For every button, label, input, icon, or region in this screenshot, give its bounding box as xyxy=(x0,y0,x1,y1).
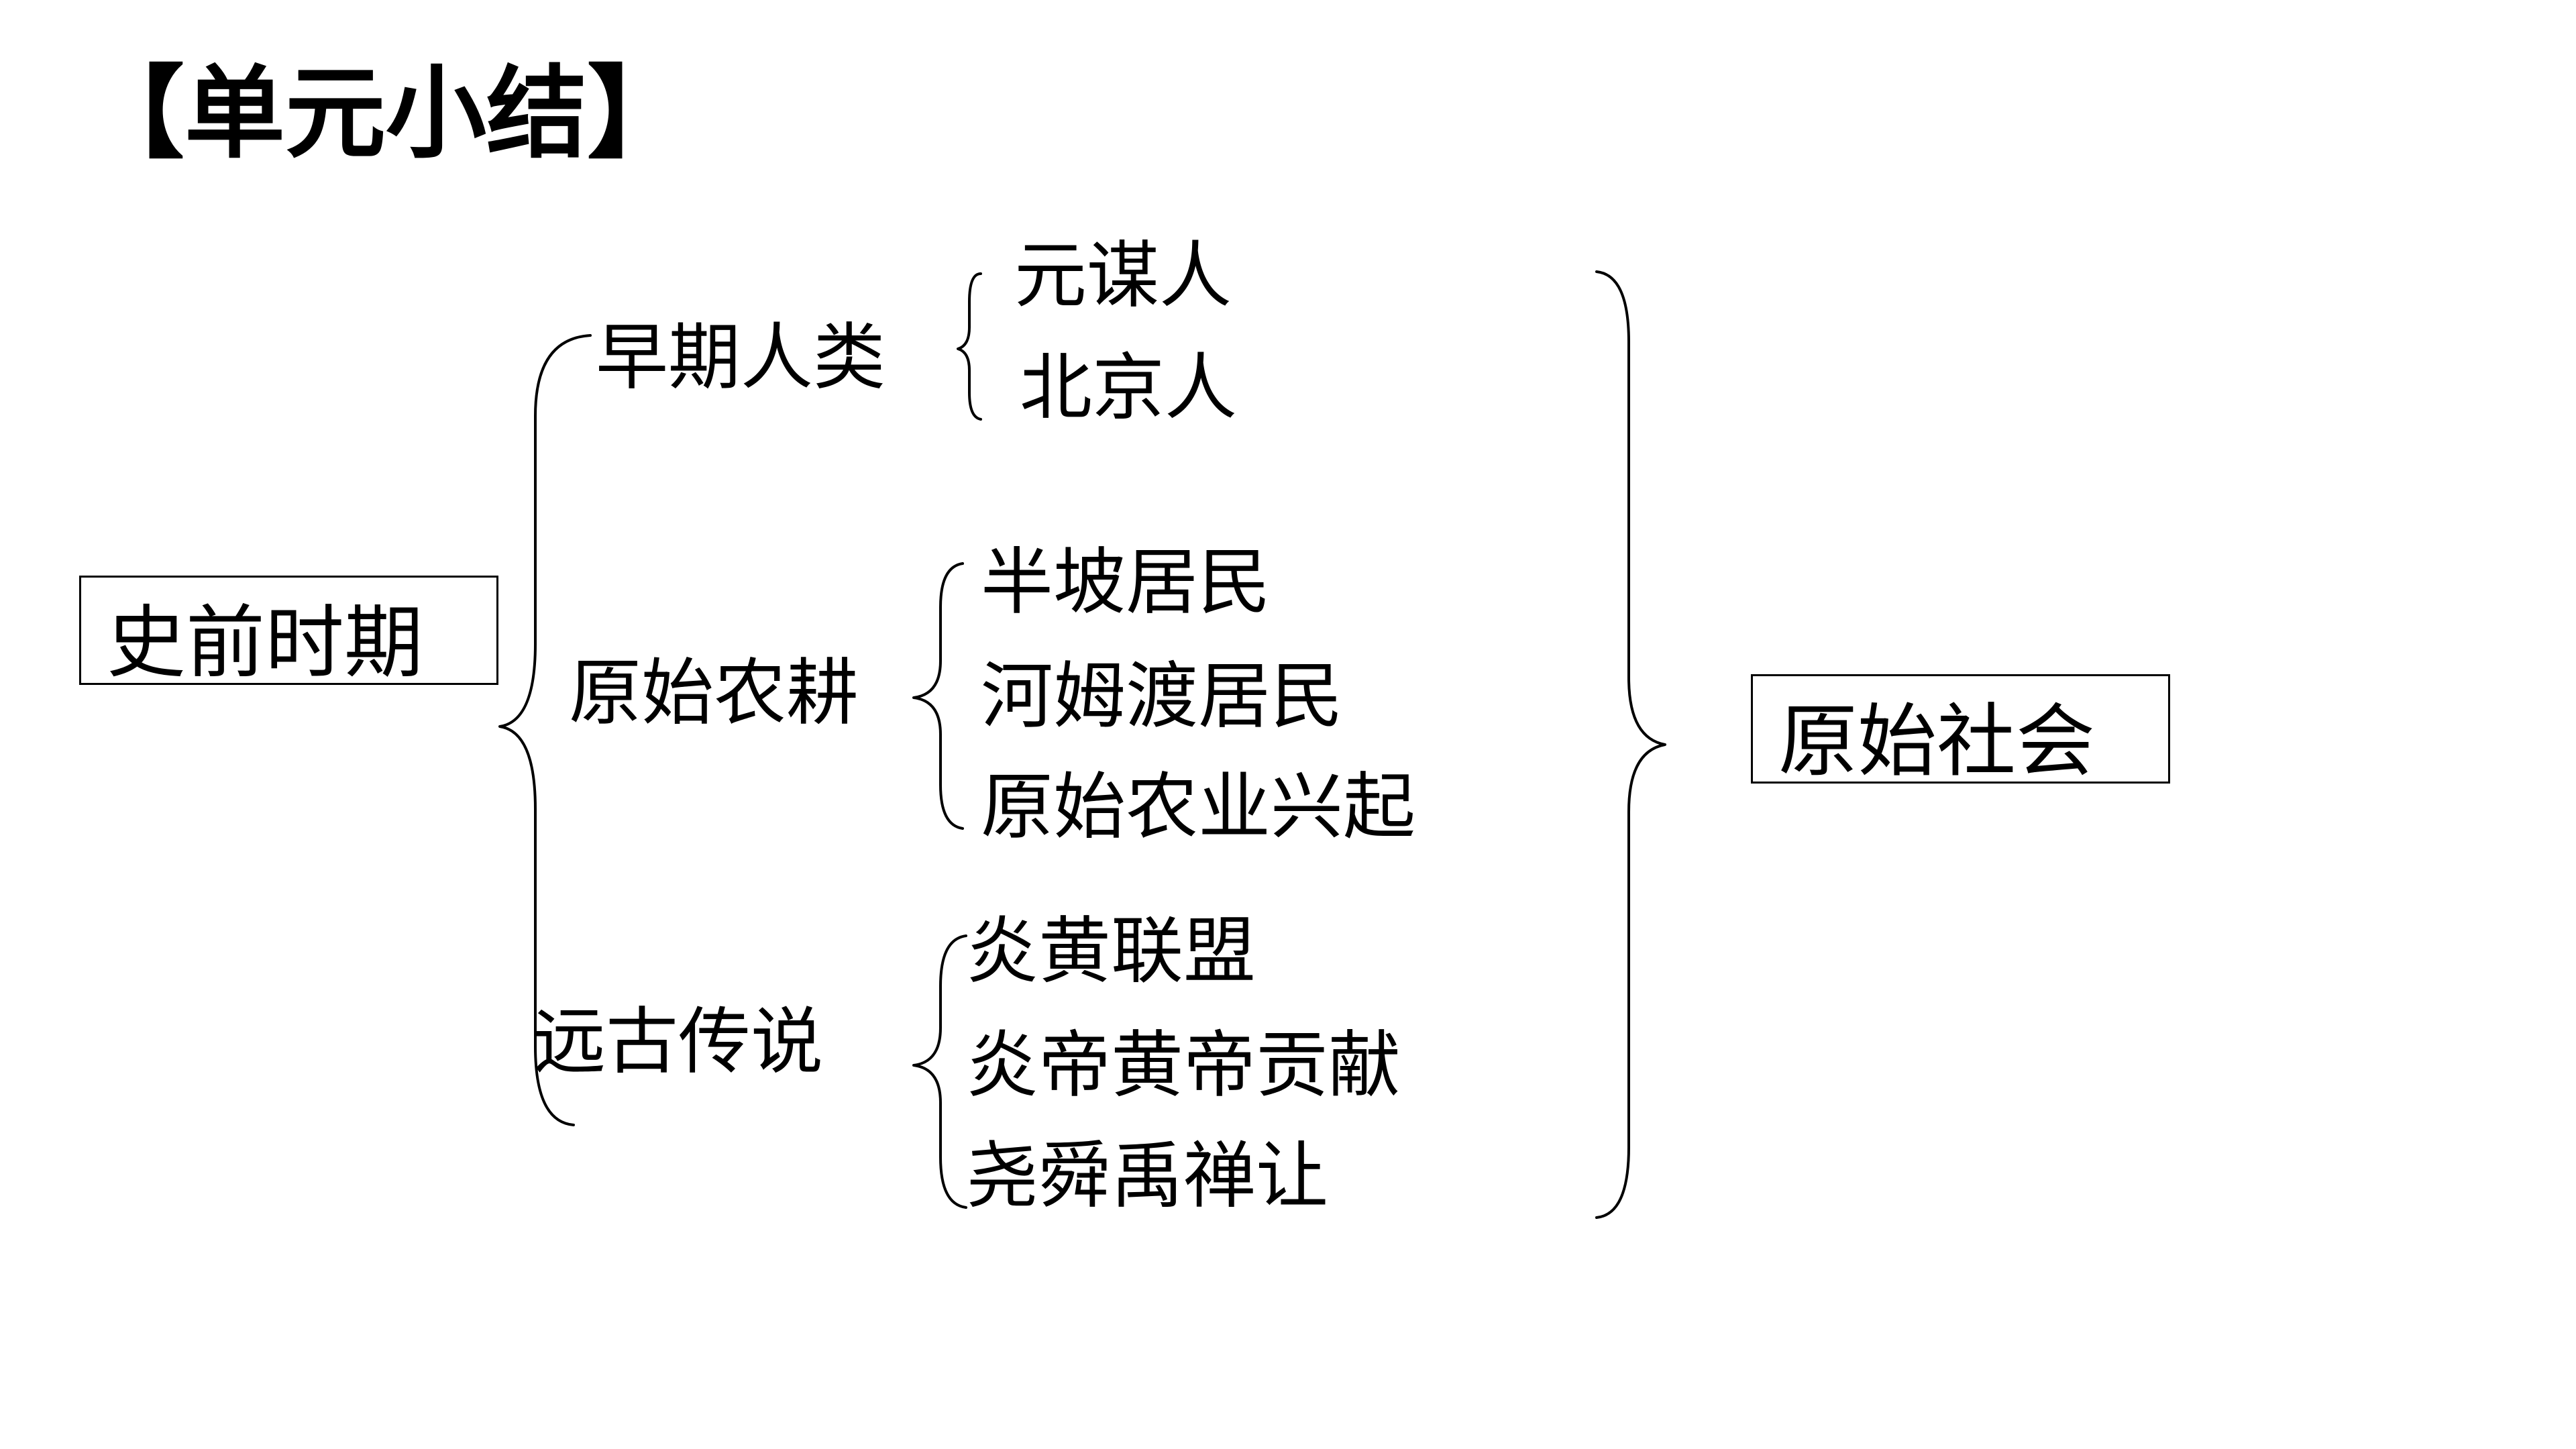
root-node-label: 史前时期 xyxy=(107,596,424,689)
group-label-ancient-legends: 远古传说 xyxy=(533,1000,824,1084)
main-left-brace xyxy=(498,334,592,1126)
result-node-label: 原始社会 xyxy=(1778,695,2096,788)
item-yandi-huangdi-contribution: 炎帝黄帝贡献 xyxy=(966,1024,1401,1108)
item-hemudu-residents: 河姆渡居民 xyxy=(981,655,1344,739)
brace-early-humans xyxy=(957,272,982,421)
item-yuanmou-man: 元谋人 xyxy=(1014,234,1232,318)
item-agriculture-rise: 原始农业兴起 xyxy=(981,765,1416,849)
group-label-primitive-farming: 原始农耕 xyxy=(569,651,859,735)
item-peking-man: 北京人 xyxy=(1020,346,1238,430)
result-node-box: 原始社会 xyxy=(1751,674,2170,784)
slide-title: 【单元小结】 xyxy=(84,56,688,172)
root-node-box: 史前时期 xyxy=(79,576,498,685)
main-right-brace xyxy=(1595,270,1666,1219)
group-label-early-humans: 早期人类 xyxy=(596,316,886,400)
item-yanhuang-alliance: 炎黄联盟 xyxy=(966,910,1256,994)
brace-primitive-farming xyxy=(912,562,964,830)
item-banpo-residents: 半坡居民 xyxy=(981,541,1271,625)
brace-ancient-legends xyxy=(912,934,967,1209)
item-yao-shun-yu-abdication: 尧舜禹禅让 xyxy=(966,1134,1329,1218)
